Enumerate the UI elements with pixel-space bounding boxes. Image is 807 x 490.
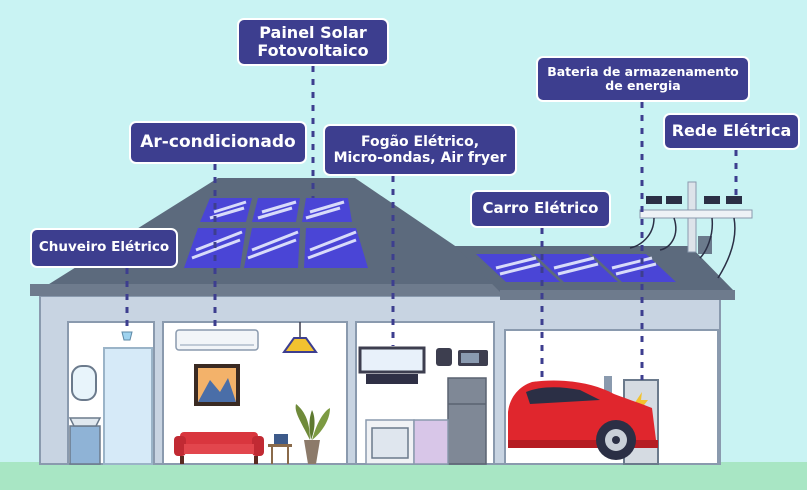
- side-table-laptop: [268, 434, 292, 464]
- utility-pole: [629, 181, 753, 279]
- shower-head: [121, 331, 133, 341]
- air-conditioner-unit: [175, 329, 259, 351]
- ceiling-lamp: [282, 337, 318, 353]
- label-kitchen-line2: Micro-ondas, Air fryer: [333, 150, 507, 166]
- oven: [371, 427, 409, 459]
- label-electric-car-text: Carro Elétrico: [482, 199, 599, 218]
- label-air-conditioner: Ar-condicionado: [129, 121, 307, 164]
- refrigerator: [447, 377, 487, 465]
- garage-solar-panels: [476, 254, 676, 282]
- cabinet: [413, 419, 449, 465]
- bathroom-cabinet: [69, 425, 101, 465]
- bathroom-mirror: [71, 365, 97, 401]
- label-air-conditioner-text: Ar-condicionado: [140, 131, 296, 152]
- television: [358, 346, 426, 374]
- label-solar-panel: Painel Solar Fotovoltaico: [237, 18, 389, 66]
- air-fryer: [436, 348, 452, 366]
- label-kitchen-line1: Fogão Elétrico,: [360, 133, 480, 150]
- label-electric-shower: Chuveiro Elétrico: [30, 228, 178, 268]
- potted-plant: [295, 404, 330, 464]
- label-battery-line2: de energia: [605, 78, 681, 93]
- label-kitchen-appliances: Fogão Elétrico, Micro-ondas, Air fryer: [323, 124, 517, 176]
- label-battery-line1: Bateria de armazenamento: [547, 63, 739, 79]
- label-solar-panel-line1: Painel Solar: [259, 22, 367, 42]
- label-grid-text: Rede Elétrica: [671, 121, 792, 141]
- label-electric-car: Carro Elétrico: [470, 190, 611, 228]
- main-roof-edge: [30, 284, 520, 296]
- shower-door: [103, 347, 153, 465]
- roof-solar-panels: [184, 198, 368, 268]
- label-battery: Bateria de armazenamento de energia: [536, 56, 750, 102]
- sink: [68, 417, 102, 427]
- label-grid: Rede Elétrica: [663, 113, 800, 150]
- label-solar-panel-line2: Fotovoltaico: [257, 41, 369, 60]
- electric-car: [508, 380, 658, 460]
- ground: [0, 462, 807, 490]
- garage-roof-edge: [500, 290, 735, 300]
- wall-charger: [604, 376, 612, 394]
- red-sofa: [174, 432, 264, 464]
- label-electric-shower-text: Chuveiro Elétrico: [38, 239, 170, 256]
